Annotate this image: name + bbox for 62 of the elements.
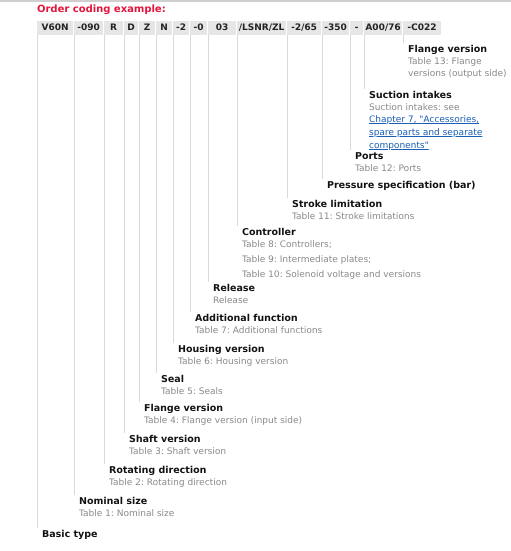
- table-reference: Table 13: Flange versions (output side): [408, 56, 508, 80]
- section-heading: Rotating direction: [109, 464, 208, 477]
- table-reference: Table 12: Ports: [355, 163, 422, 175]
- code-segment: V60N: [37, 21, 73, 35]
- connector-line: [322, 34, 323, 180]
- table-reference: Release: [213, 295, 250, 307]
- table-reference: Table 3: Shaft version: [129, 446, 228, 458]
- connector-line: [208, 34, 209, 282]
- table-reference: Table 1: Nominal size: [79, 508, 176, 520]
- connector-line: [104, 34, 105, 464]
- connector-line: [173, 34, 174, 344]
- section-heading: Seal: [161, 373, 185, 386]
- table-reference: Table 9: Intermediate plates;: [242, 254, 372, 266]
- table-reference: Table 6: Housing version: [178, 356, 290, 368]
- code-segment: -2/65: [287, 21, 321, 35]
- code-segment: -: [350, 21, 363, 35]
- code-segment: N: [156, 21, 172, 35]
- code-segment: -090: [74, 21, 103, 35]
- connector-line: [364, 34, 365, 90]
- section-heading: Additional function: [195, 312, 299, 325]
- section-heading: Nominal size: [79, 495, 148, 508]
- section-heading: Basic type: [42, 528, 98, 541]
- table-reference: Table 11: Stroke limitations: [292, 211, 416, 223]
- section-heading: Release: [213, 282, 256, 295]
- section-heading: Pressure specification (bar): [327, 179, 476, 192]
- table-reference: Table 4: Flange version (input side): [144, 415, 304, 427]
- section-heading: Ports: [355, 150, 384, 163]
- table-reference: Table 5: Seals: [161, 386, 224, 398]
- code-segment: /LSNR/ZL: [237, 21, 286, 35]
- code-segment: D: [124, 21, 138, 35]
- section-heading: Flange version: [408, 43, 488, 56]
- connector-line: [74, 34, 75, 496]
- table-reference: Table 8: Controllers;: [242, 239, 333, 251]
- code-segment: A00/76: [364, 21, 402, 35]
- section-heading: Housing version: [178, 343, 266, 356]
- diagram-title: Order coding example:: [37, 4, 166, 15]
- connector-line: [237, 34, 238, 226]
- chapter-link: Chapter 7, "Accessories, spare parts and separate components": [369, 114, 484, 152]
- code-segment: -C022: [403, 21, 441, 35]
- connector-line: [139, 34, 140, 402]
- section-heading: Flange version: [144, 402, 224, 415]
- code-segment: Z: [139, 21, 155, 35]
- table-reference: Table 2: Rotating direction: [109, 477, 228, 489]
- section-heading: Controller: [242, 226, 297, 239]
- table-reference: Suction intakes: see: [369, 102, 460, 114]
- connector-line: [190, 34, 191, 312]
- section-heading: Shaft version: [129, 433, 202, 446]
- connector-line: [287, 34, 288, 198]
- connector-line: [403, 34, 404, 44]
- connector-line: [37, 34, 38, 528]
- table-reference: Table 10: Solenoid voltage and versions: [242, 269, 422, 281]
- connector-line: [350, 34, 351, 150]
- code-segment: -2: [173, 21, 189, 35]
- table-reference: Table 7: Additional functions: [195, 325, 324, 337]
- connector-line: [124, 34, 125, 434]
- section-heading: Stroke limitation: [292, 198, 384, 211]
- code-segment: -350: [322, 21, 349, 35]
- code-segment: 03: [208, 21, 236, 35]
- section-heading: Suction intakes: [369, 89, 453, 102]
- code-segment: R: [104, 21, 123, 35]
- connector-line: [156, 34, 157, 374]
- code-segment: -0: [190, 21, 207, 35]
